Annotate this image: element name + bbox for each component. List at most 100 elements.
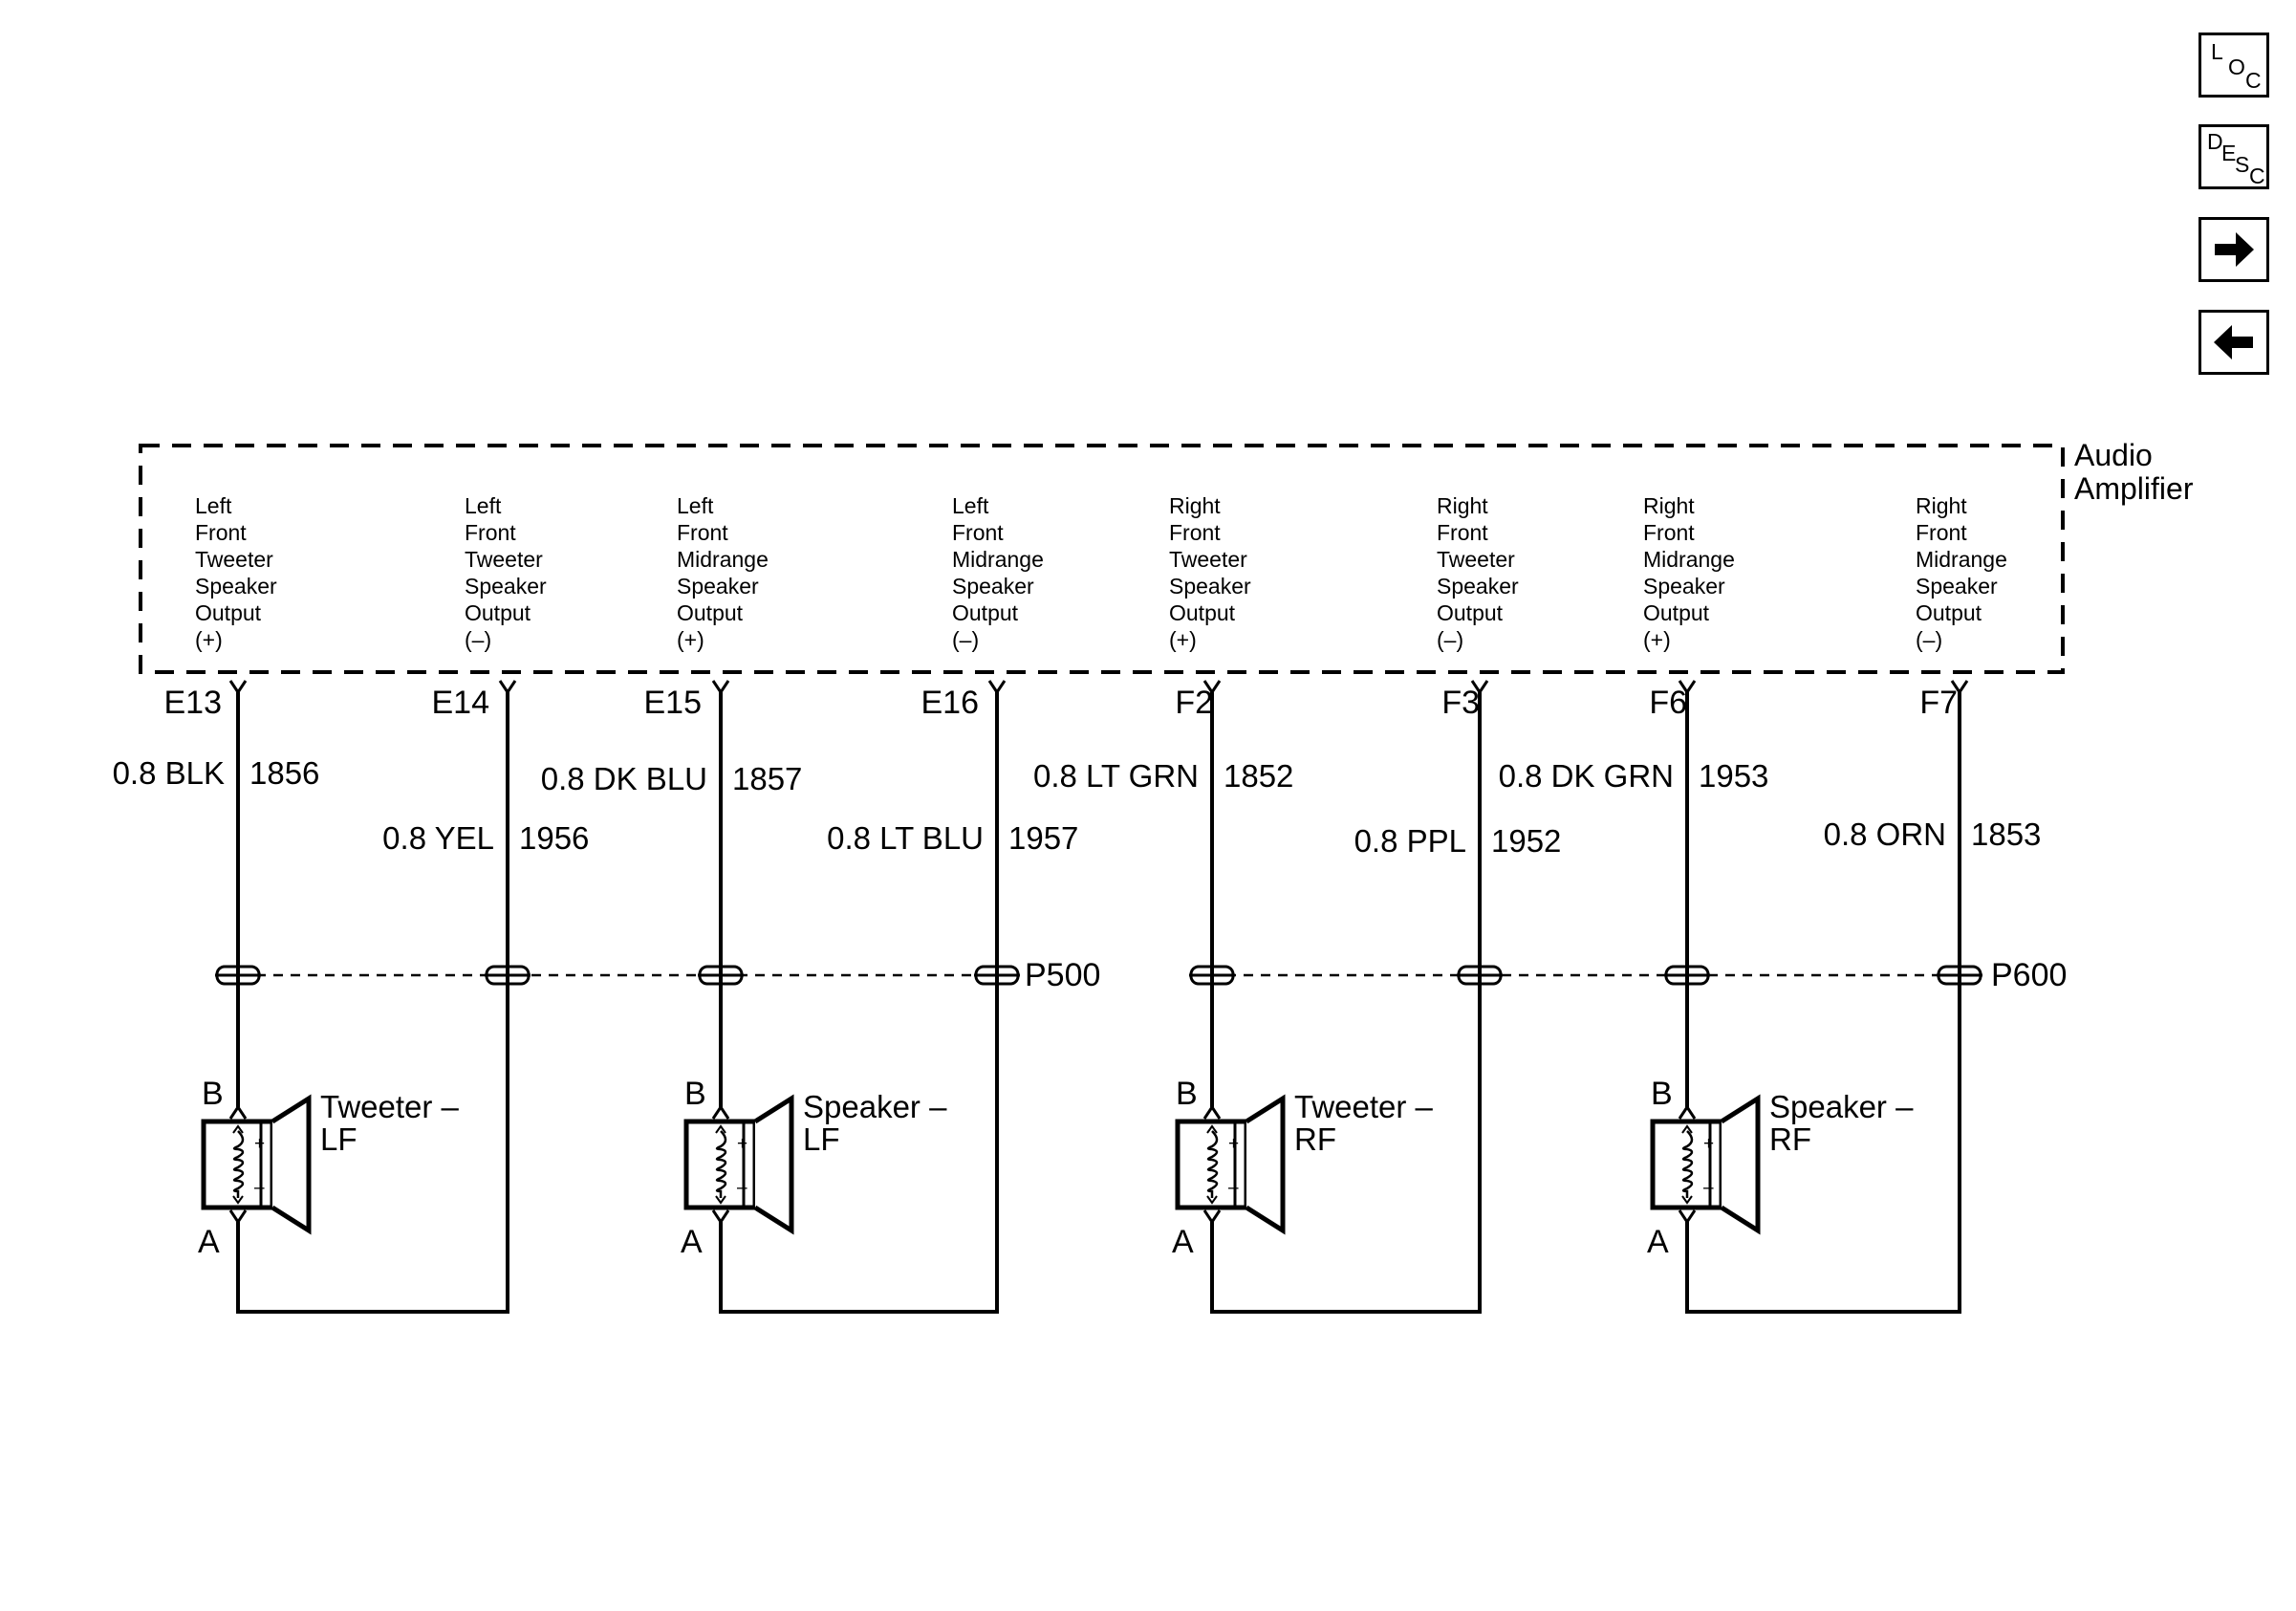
connector-terminal <box>974 965 1020 986</box>
pin-a-symbol <box>1678 1209 1697 1225</box>
output-description-line: Output <box>1643 600 1710 625</box>
output-description-line: Front <box>465 520 516 545</box>
pin-a-label: A <box>1172 1224 1194 1260</box>
circuit-number: 1856 <box>249 755 319 791</box>
desc-letter-e: E <box>2221 141 2237 165</box>
circuit-number: 1956 <box>519 820 589 856</box>
pin-b-label: B <box>202 1076 224 1112</box>
speaker-minus-label: – <box>737 1178 747 1198</box>
output-description-line: Midrange <box>1916 547 2007 572</box>
pin-a-symbol <box>228 1209 248 1225</box>
pin-symbol <box>987 680 1007 695</box>
amplifier-name-line2: Amplifier <box>2074 471 2194 506</box>
pin-symbol <box>711 680 730 695</box>
wire-color-label: 0.8 BLK <box>113 755 225 791</box>
speaker-name-line1: Tweeter – <box>320 1089 460 1124</box>
output-description-line: Front <box>677 520 728 545</box>
pin-label: E13 <box>164 685 223 721</box>
pin-a-label: A <box>681 1224 703 1260</box>
output-description-line: Tweeter <box>195 547 273 572</box>
left-arrow-icon <box>2214 325 2253 359</box>
desc-letter-d: D <box>2207 129 2223 154</box>
speaker-a-return-wire <box>1685 984 1961 1314</box>
output-description-line: Output <box>1169 600 1236 625</box>
output-description-line: Output <box>195 600 262 625</box>
pin-label: E14 <box>432 685 490 721</box>
output-description-line: Front <box>1643 520 1695 545</box>
output-description-line: Left <box>677 493 714 518</box>
output-description-line: Output <box>465 600 531 625</box>
output-description-line: Tweeter <box>1437 547 1515 572</box>
output-description-line: Front <box>1916 520 1967 545</box>
output-description-line: Tweeter <box>1169 547 1247 572</box>
circuit-number: 1853 <box>1971 816 2041 852</box>
wire-color-label: 0.8 ORN <box>1824 816 1946 852</box>
circuit-number: 1852 <box>1224 758 1293 794</box>
connector-terminal <box>1664 965 1710 986</box>
output-description-line: (–) <box>1916 627 1942 652</box>
pin-label: F7 <box>1919 685 1958 721</box>
connector-terminal <box>698 965 744 986</box>
output-description-line: Midrange <box>952 547 1044 572</box>
connector-terminal <box>1189 965 1235 986</box>
amplifier-output: RightFrontMidrangeSpeakerOutput(+)F60.8 … <box>1499 493 1768 986</box>
pin-symbol <box>498 680 517 695</box>
connector-p500-label: P500 <box>1025 957 1100 993</box>
output-description-line: Speaker <box>1916 574 1998 599</box>
output-description-line: Front <box>1437 520 1488 545</box>
speaker-name-line1: Tweeter – <box>1294 1089 1434 1124</box>
speaker-a-return-wire <box>1210 984 1482 1314</box>
coil-symbol <box>715 1130 727 1198</box>
speaker-a-return-wire <box>236 984 509 1314</box>
desc-letter-s: S <box>2235 152 2250 177</box>
speaker-minus-label: – <box>254 1178 265 1198</box>
circuit-number: 1857 <box>732 761 802 796</box>
output-description-line: Speaker <box>677 574 759 599</box>
pin-label: E15 <box>644 685 703 721</box>
loc-button[interactable]: L O C <box>2199 33 2269 98</box>
forward-button[interactable] <box>2199 217 2269 282</box>
wire-color-label: 0.8 PPL <box>1354 823 1466 859</box>
wire-color-label: 0.8 LT GRN <box>1033 758 1199 794</box>
pin-b-symbol <box>1202 1104 1222 1120</box>
output-description-line: Output <box>952 600 1019 625</box>
amplifier-name-line1: Audio <box>2074 438 2153 472</box>
speaker-cone <box>753 1094 794 1235</box>
output-description-line: Speaker <box>952 574 1034 599</box>
desc-button[interactable]: D E S C <box>2199 124 2269 189</box>
right-arrow-icon <box>2215 232 2254 267</box>
loc-letter-l: L <box>2211 39 2223 64</box>
connector-terminal <box>1457 965 1503 986</box>
connector-terminal <box>215 965 261 986</box>
coil-symbol <box>1206 1130 1219 1198</box>
coil-symbol <box>232 1130 245 1198</box>
connector-terminal <box>1937 965 1982 986</box>
speaker-cone <box>1245 1094 1286 1235</box>
output-description-line: Speaker <box>1437 574 1519 599</box>
output-description-line: (–) <box>952 627 979 652</box>
connector-terminal <box>485 965 531 986</box>
amplifier-output: LeftFrontMidrangeSpeakerOutput(–)E160.8 … <box>827 493 1078 986</box>
circuit-number: 1952 <box>1491 823 1561 859</box>
amplifier-output: LeftFrontMidrangeSpeakerOutput(+)E150.8 … <box>541 493 802 986</box>
speaker-name-line2: RF <box>1294 1121 1336 1157</box>
output-description-line: (+) <box>1169 627 1197 652</box>
loc-letter-c: C <box>2245 68 2262 93</box>
speaker-plus-label: + <box>254 1134 265 1154</box>
output-description-line: Output <box>1916 600 1982 625</box>
speaker-name-line2: RF <box>1769 1121 1811 1157</box>
output-description-line: Left <box>952 493 989 518</box>
output-description-line: Speaker <box>1643 574 1725 599</box>
wire-color-label: 0.8 DK BLU <box>541 761 707 796</box>
back-button[interactable] <box>2199 310 2269 375</box>
output-description-line: (–) <box>465 627 491 652</box>
output-description-line: Right <box>1169 493 1221 518</box>
speaker-name-line2: LF <box>320 1121 357 1157</box>
output-description-line: Right <box>1916 493 1967 518</box>
wire-color-label: 0.8 DK GRN <box>1499 758 1674 794</box>
pin-a-label: A <box>198 1224 220 1260</box>
